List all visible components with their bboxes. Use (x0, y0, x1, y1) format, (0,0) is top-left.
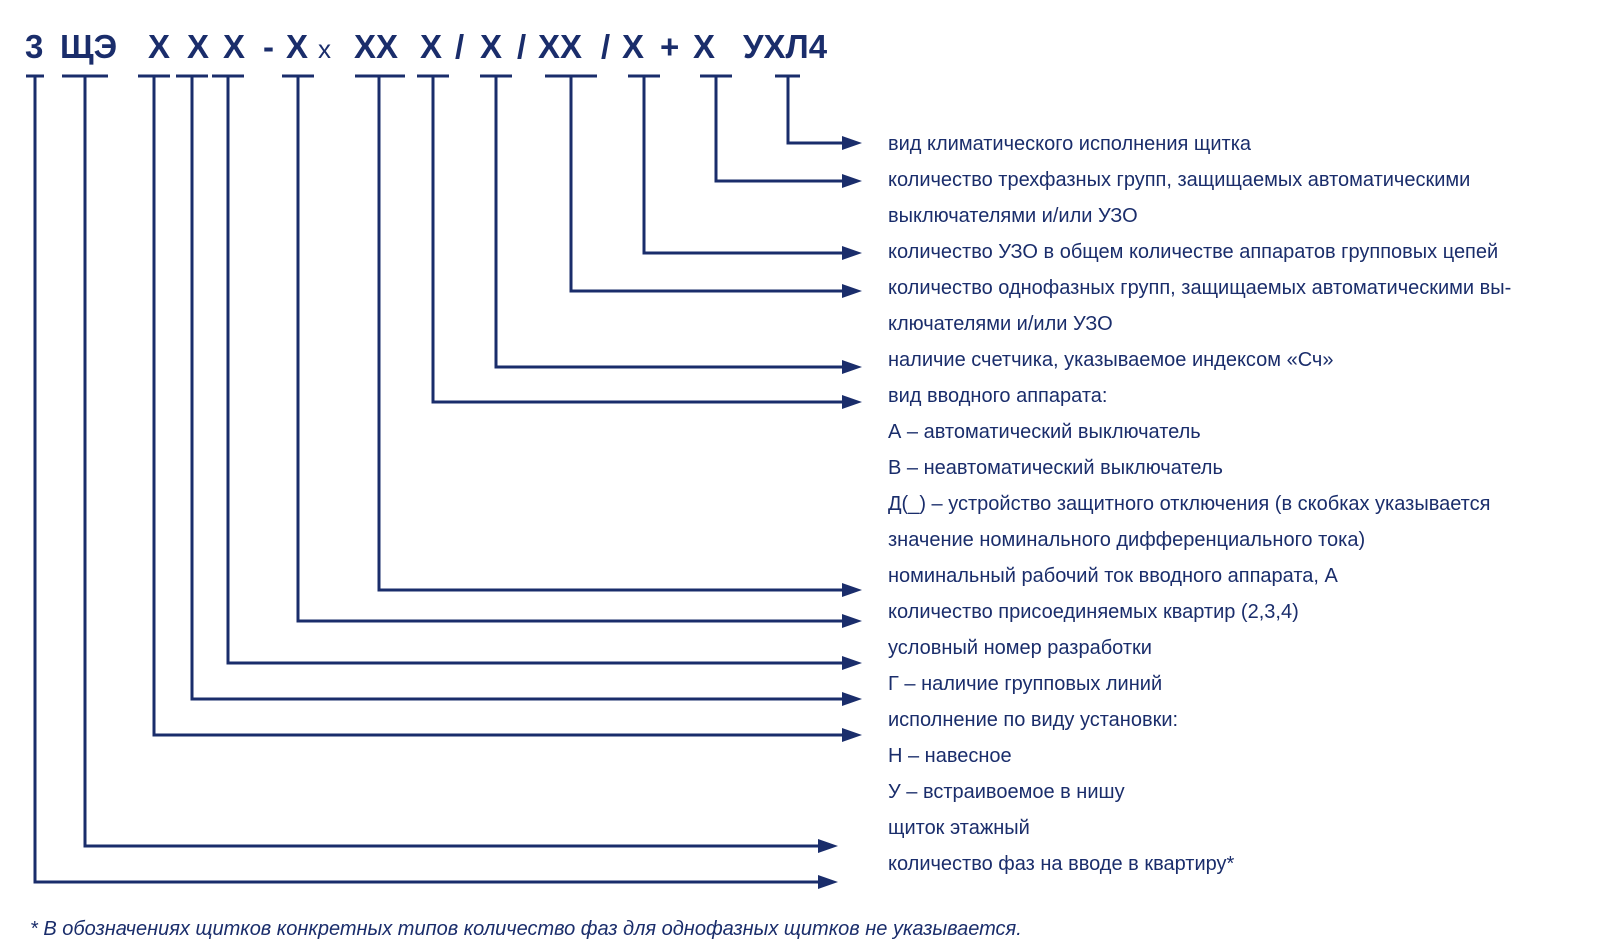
desc-three-phase-groups: количество трехфазных групп, защищаемых … (888, 169, 1471, 191)
connector-phases (26, 74, 838, 889)
code-rated-current: ХХ (354, 28, 398, 65)
arrow-three-phase-groups (842, 174, 862, 188)
code-rcd-count: Х (622, 28, 644, 65)
desc-rated-current: номинальный рабочий ток вводного аппарат… (888, 565, 1338, 587)
arrow-single-phase-groups (842, 284, 862, 298)
leader-line-design-number (226, 76, 846, 665)
code-dash: - (263, 28, 274, 65)
desc-input-device: вид вводного аппарата: (888, 385, 1108, 407)
code-apartments: Х (286, 28, 308, 65)
desc-input-device-d: Д(_) – устройство защитного отключения (… (888, 493, 1491, 515)
arrow-rated-current (842, 583, 862, 597)
arrow-phases (818, 875, 838, 889)
desc-install-type-h: Н – навесное (888, 745, 1012, 767)
arrow-group-lines (842, 692, 862, 706)
desc-three-phase-groups-cont: выключателями и/или УЗО (888, 205, 1138, 227)
connector-group-lines (176, 74, 862, 706)
connector-panel-type (62, 74, 838, 853)
connector-single-phase-groups (545, 74, 862, 298)
code-three-phase-groups: Х (693, 28, 715, 65)
desc-input-device-d-cont: значение номинального дифференциального … (888, 529, 1366, 551)
desc-group-lines: Г – наличие групповых линий (888, 673, 1163, 695)
desc-climate: вид климатического исполнения щитка (888, 133, 1252, 155)
desc-single-phase-groups-cont: ключателями и/или УЗО (888, 313, 1113, 335)
desc-install-type-u: У – встраивоемое в нишу (888, 781, 1125, 803)
desc-input-device-b: В – неавтоматический выключатель (888, 457, 1223, 479)
code-design-number: Х (223, 28, 245, 65)
code-multiply: х (318, 34, 331, 64)
leader-line-phases (33, 76, 822, 884)
leader-line-single-phase-groups (569, 76, 846, 293)
leader-line-meter (494, 76, 846, 369)
leader-line-rcd-count (642, 76, 846, 255)
arrow-rcd-count (842, 246, 862, 260)
code-plus: + (660, 28, 679, 65)
code-phases: 3 (25, 28, 43, 65)
desc-rcd-count: количество УЗО в общем количестве аппара… (888, 241, 1499, 263)
code-slash-2: / (517, 28, 526, 65)
leader-line-three-phase-groups (714, 76, 846, 183)
desc-phases: количество фаз на вводе в квартиру* (888, 853, 1235, 875)
connector-meter (480, 74, 862, 374)
arrow-input-device (842, 395, 862, 409)
arrow-meter (842, 360, 862, 374)
code-climate: УХЛ4 (743, 28, 828, 65)
desc-single-phase-groups: количество однофазных групп, защищаемых … (888, 277, 1512, 299)
connector-rcd-count (628, 74, 862, 260)
arrow-panel-type (818, 839, 838, 853)
connector-three-phase-groups (700, 74, 862, 188)
leader-line-group-lines (190, 76, 846, 701)
leader-line-apartments (296, 76, 846, 623)
code-meter: Х (480, 28, 502, 65)
desc-meter: наличие счетчика, указываемое индексом «… (888, 349, 1334, 371)
code-single-phase-groups: ХХ (538, 28, 582, 65)
connector-climate (775, 74, 862, 150)
connector-input-device (417, 74, 862, 409)
code-input-device: Х (420, 28, 442, 65)
desc-install-type: исполнение по виду установки: (888, 709, 1179, 731)
leader-line-panel-type (83, 76, 822, 848)
leader-line-input-device (431, 76, 846, 404)
code-slash-3: / (601, 28, 610, 65)
leader-line-climate (786, 76, 846, 145)
connector-design-number (212, 74, 862, 670)
connector-install-type (138, 74, 862, 742)
desc-design-number: условный номер разработки (888, 637, 1152, 659)
arrow-design-number (842, 656, 862, 670)
leader-line-rated-current (377, 76, 846, 592)
leader-line-install-type (152, 76, 846, 737)
code-group-lines: Х (187, 28, 209, 65)
connector-apartments (282, 74, 862, 628)
desc-apartments: количество присоединяемых квартир (2,3,4… (888, 601, 1299, 623)
code-install-type: Х (148, 28, 170, 65)
code-slash-1: / (455, 28, 464, 65)
arrow-install-type (842, 728, 862, 742)
code-panel-type: ЩЭ (60, 28, 117, 65)
arrow-apartments (842, 614, 862, 628)
desc-input-device-a: А – автоматический выключатель (888, 421, 1201, 443)
arrow-climate (842, 136, 862, 150)
connector-rated-current (355, 74, 862, 597)
footnote: * В обозначениях щитков конкретных типов… (30, 918, 1022, 940)
desc-panel-type: щиток этажный (888, 817, 1030, 839)
